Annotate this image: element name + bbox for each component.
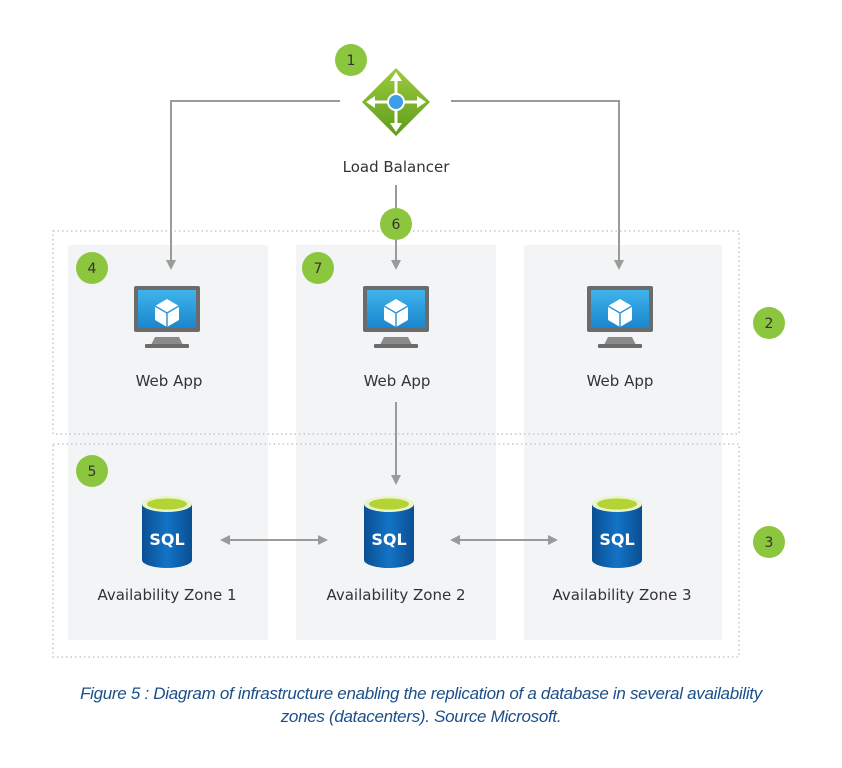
svg-text:1: 1 <box>347 53 356 69</box>
badge-7: 7 <box>302 252 334 284</box>
svg-text:7: 7 <box>314 261 323 277</box>
badge-5: 5 <box>76 455 108 487</box>
sql-database-3-text: SQL <box>599 530 634 549</box>
lb-to-webapp-1-arrow <box>166 100 340 270</box>
svg-text:2: 2 <box>765 316 774 332</box>
sql-database-1-icon: SQL <box>142 496 192 568</box>
sql-database-3-icon: SQL <box>592 496 642 568</box>
svg-text:6: 6 <box>392 217 401 233</box>
web-app-2-label: Web App <box>364 372 431 390</box>
web-app-2-monitor-icon <box>363 286 429 348</box>
badge-3: 3 <box>753 526 785 558</box>
lb-to-webapp-3-arrow <box>451 100 624 270</box>
badge-1: 1 <box>335 44 367 76</box>
svg-text:4: 4 <box>88 261 97 277</box>
figure-caption: Figure 5 : Diagram of infrastructure ena… <box>0 682 842 728</box>
sql-database-2-text: SQL <box>371 530 406 549</box>
sql-database-1-text: SQL <box>149 530 184 549</box>
sql-database-2-icon: SQL <box>364 496 414 568</box>
load-balancer-label: Load Balancer <box>343 158 451 176</box>
svg-text:3: 3 <box>765 535 774 551</box>
web-app-1-label: Web App <box>136 372 203 390</box>
db-zone-3-label: Availability Zone 3 <box>552 586 691 604</box>
load-balancer-icon <box>362 68 430 136</box>
figure-caption-line-2: zones (datacenters). Source Microsoft. <box>280 707 562 726</box>
badge-6: 6 <box>380 208 412 240</box>
db-zone-2-label: Availability Zone 2 <box>326 586 465 604</box>
db-zone-1-label: Availability Zone 1 <box>97 586 236 604</box>
figure-caption-line-1: Figure 5 : Diagram of infrastructure ena… <box>80 684 762 703</box>
web-app-3-label: Web App <box>587 372 654 390</box>
badge-4: 4 <box>76 252 108 284</box>
svg-text:5: 5 <box>88 464 97 480</box>
web-app-3-monitor-icon <box>587 286 653 348</box>
web-app-1-monitor-icon <box>134 286 200 348</box>
badge-2: 2 <box>753 307 785 339</box>
